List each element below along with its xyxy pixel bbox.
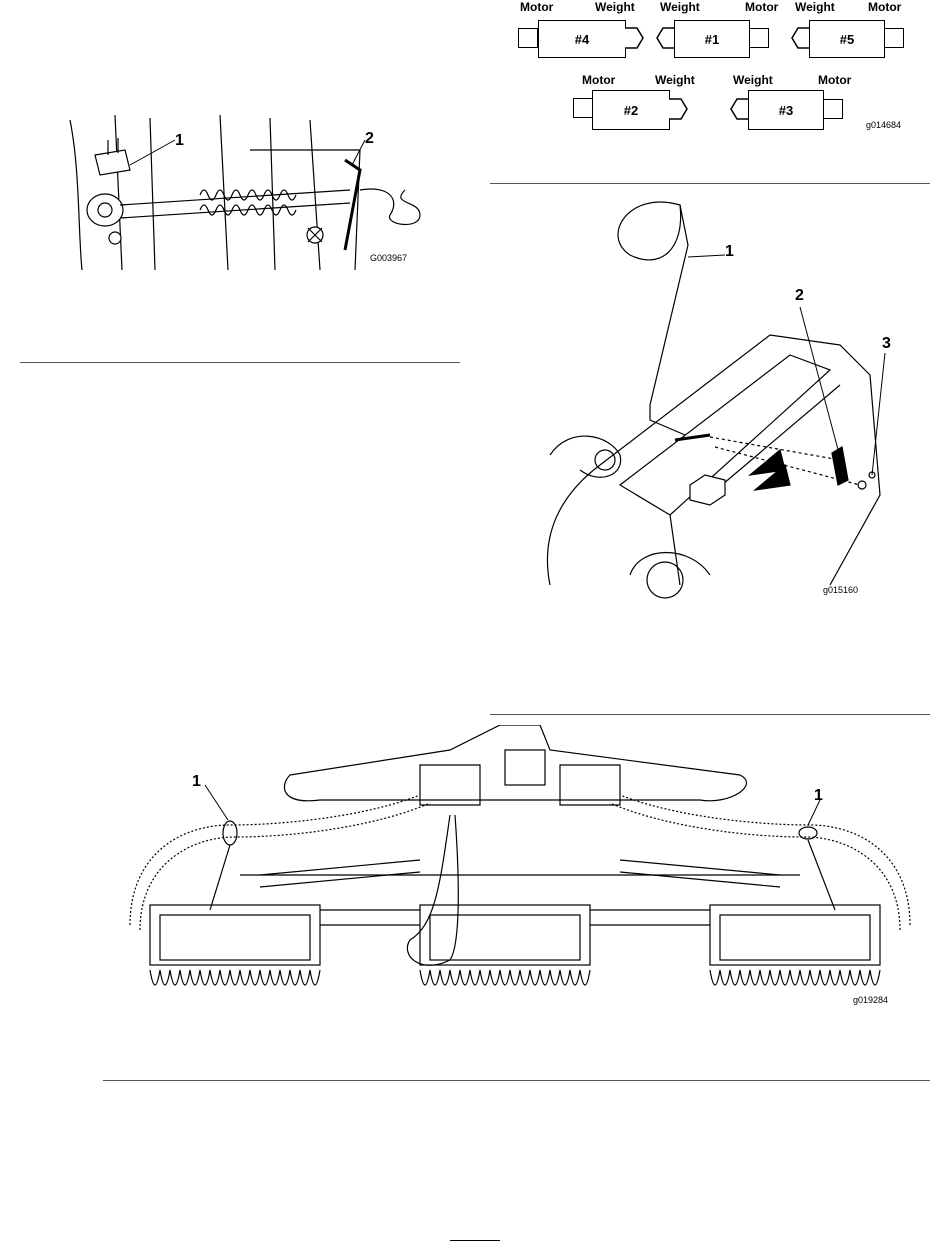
position-label: Weight (655, 73, 695, 87)
counterweight-figure: 1 2 3 g015160 (510, 195, 920, 605)
position-label: Weight (595, 0, 635, 14)
weight-tip (669, 97, 689, 121)
figure-code: g014684 (866, 120, 901, 130)
section-divider (490, 714, 930, 715)
position-label: Motor (520, 0, 553, 14)
cutting-unit-box: #4 (538, 20, 626, 58)
weight-tip (729, 97, 749, 121)
cutting-unit-layout-diagram: Motor Weight Weight Motor Weight Motor #… (500, 0, 930, 145)
callout-2: 2 (365, 130, 374, 148)
spring-adjuster-figure: 1 2 G003967 (60, 110, 460, 280)
position-label: Motor (818, 73, 851, 87)
figure-code: G003967 (370, 253, 407, 263)
figure-code: g015160 (823, 585, 858, 595)
callout-1: 1 (175, 132, 184, 150)
cutting-unit-box: #5 (809, 20, 885, 58)
position-label: Motor (745, 0, 778, 14)
weight-tip (655, 26, 675, 50)
callout-3: 3 (882, 335, 891, 353)
motor-stub (823, 99, 843, 119)
cutting-unit-box: #1 (674, 20, 750, 58)
page-number-rule (450, 1240, 500, 1241)
callout-1: 1 (725, 243, 734, 261)
hose-routing-figure: 1 1 g019284 (120, 725, 920, 1015)
weight-tip (625, 26, 645, 50)
motor-stub (518, 28, 538, 48)
position-label: Motor (868, 0, 901, 14)
motor-stub (749, 28, 769, 48)
callout-2: 2 (795, 287, 804, 305)
position-label: Weight (795, 0, 835, 14)
position-label: Weight (733, 73, 773, 87)
callout-1: 1 (192, 773, 201, 791)
position-label: Motor (582, 73, 615, 87)
figure-code: g019284 (853, 995, 888, 1005)
position-label: Weight (660, 0, 700, 14)
hose-routing-illustration (120, 725, 920, 1015)
motor-stub (573, 98, 593, 118)
cutting-unit-box: #2 (592, 90, 670, 130)
section-divider (490, 183, 930, 184)
cutting-unit-box: #3 (748, 90, 824, 130)
section-divider (103, 1080, 930, 1081)
weight-tip (790, 26, 810, 50)
callout-1: 1 (814, 787, 823, 805)
section-divider (20, 362, 460, 363)
counterweight-illustration (510, 195, 920, 605)
motor-stub (884, 28, 904, 48)
